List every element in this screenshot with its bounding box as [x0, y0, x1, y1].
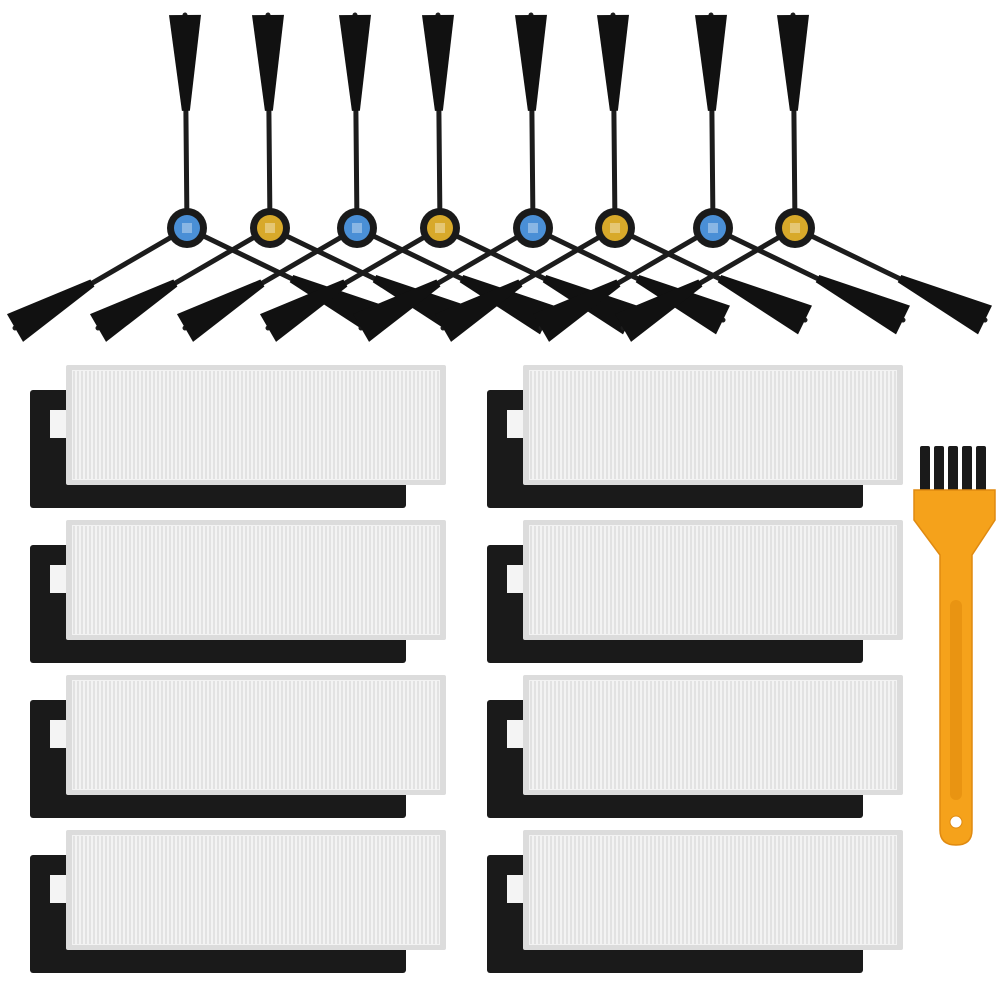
side-brushes-group [6, 12, 992, 342]
brush-bristles [532, 279, 621, 342]
hub-center [265, 223, 275, 233]
handle-hole [949, 815, 963, 829]
brush-bristles [252, 14, 284, 111]
side-brush [352, 12, 730, 342]
brush-hub [520, 215, 546, 241]
brush-bristles [422, 14, 454, 111]
pleat-lines [530, 371, 896, 479]
hepa-filter-pleats [529, 680, 897, 790]
brush-bristles [515, 14, 547, 111]
brush-hub [257, 215, 283, 241]
side-brush [89, 12, 467, 342]
hepa-filter-pleats [529, 370, 897, 480]
hepa-filter-pleats [72, 525, 440, 635]
brush-bristles [339, 14, 371, 111]
side-brush [434, 12, 812, 342]
filter-set [487, 365, 903, 508]
filter-set [487, 520, 903, 663]
brush-hub [174, 215, 200, 241]
brush-bristles [89, 279, 178, 342]
brush-bristles [717, 274, 812, 335]
brush-bristles [695, 14, 727, 111]
pleat-lines [73, 836, 439, 944]
brush-bristles [352, 279, 441, 342]
hepa-filter-pleats [529, 835, 897, 945]
hub-center [435, 223, 445, 233]
hub-center [352, 223, 362, 233]
filters-group [30, 365, 903, 973]
pleat-lines [73, 371, 439, 479]
brush-bristles [777, 14, 809, 111]
side-brush [259, 12, 637, 342]
filter-set [30, 520, 446, 663]
brush-bristles [597, 14, 629, 111]
brush-hub [700, 215, 726, 241]
filter-set [487, 675, 903, 818]
brush-bristles [259, 279, 348, 342]
pleat-lines [530, 681, 896, 789]
hub-center [528, 223, 538, 233]
hub-center [708, 223, 718, 233]
cleaning-brush-bristle [948, 446, 958, 496]
hepa-filter-pleats [529, 525, 897, 635]
brush-bristles [176, 279, 265, 342]
brush-bristles [434, 279, 523, 342]
hepa-filter-pleats [72, 835, 440, 945]
brush-hub [427, 215, 453, 241]
pleat-lines [73, 526, 439, 634]
pleat-lines [530, 836, 896, 944]
cleaning-brush-bristle [934, 446, 944, 496]
handle-groove [950, 600, 962, 800]
cleaning-brush [913, 446, 996, 846]
brush-bristles [897, 274, 992, 335]
filter-set [30, 830, 446, 973]
filter-set [30, 365, 446, 508]
hepa-filter-pleats [72, 370, 440, 480]
pleat-lines [530, 526, 896, 634]
filter-set [30, 675, 446, 818]
hepa-filter-pleats [72, 680, 440, 790]
hub-center [182, 223, 192, 233]
brush-bristles [614, 279, 703, 342]
brush-bristles [635, 274, 730, 335]
cleaning-brush-bristle [976, 446, 986, 496]
pleat-lines [73, 681, 439, 789]
brush-bristles [815, 274, 910, 335]
brush-bristles [459, 274, 554, 335]
side-brush [6, 12, 384, 342]
cleaning-brush-bristle [920, 446, 930, 496]
brush-bristles [6, 279, 95, 342]
side-brush [614, 12, 992, 342]
side-brush [532, 12, 910, 342]
filter-set [487, 830, 903, 973]
brush-hub [782, 215, 808, 241]
hub-center [790, 223, 800, 233]
brush-bristles [169, 14, 201, 111]
cleaning-brush-bristle [962, 446, 972, 496]
brush-hub [344, 215, 370, 241]
hub-center [610, 223, 620, 233]
side-brush [176, 12, 554, 342]
brush-hub [602, 215, 628, 241]
